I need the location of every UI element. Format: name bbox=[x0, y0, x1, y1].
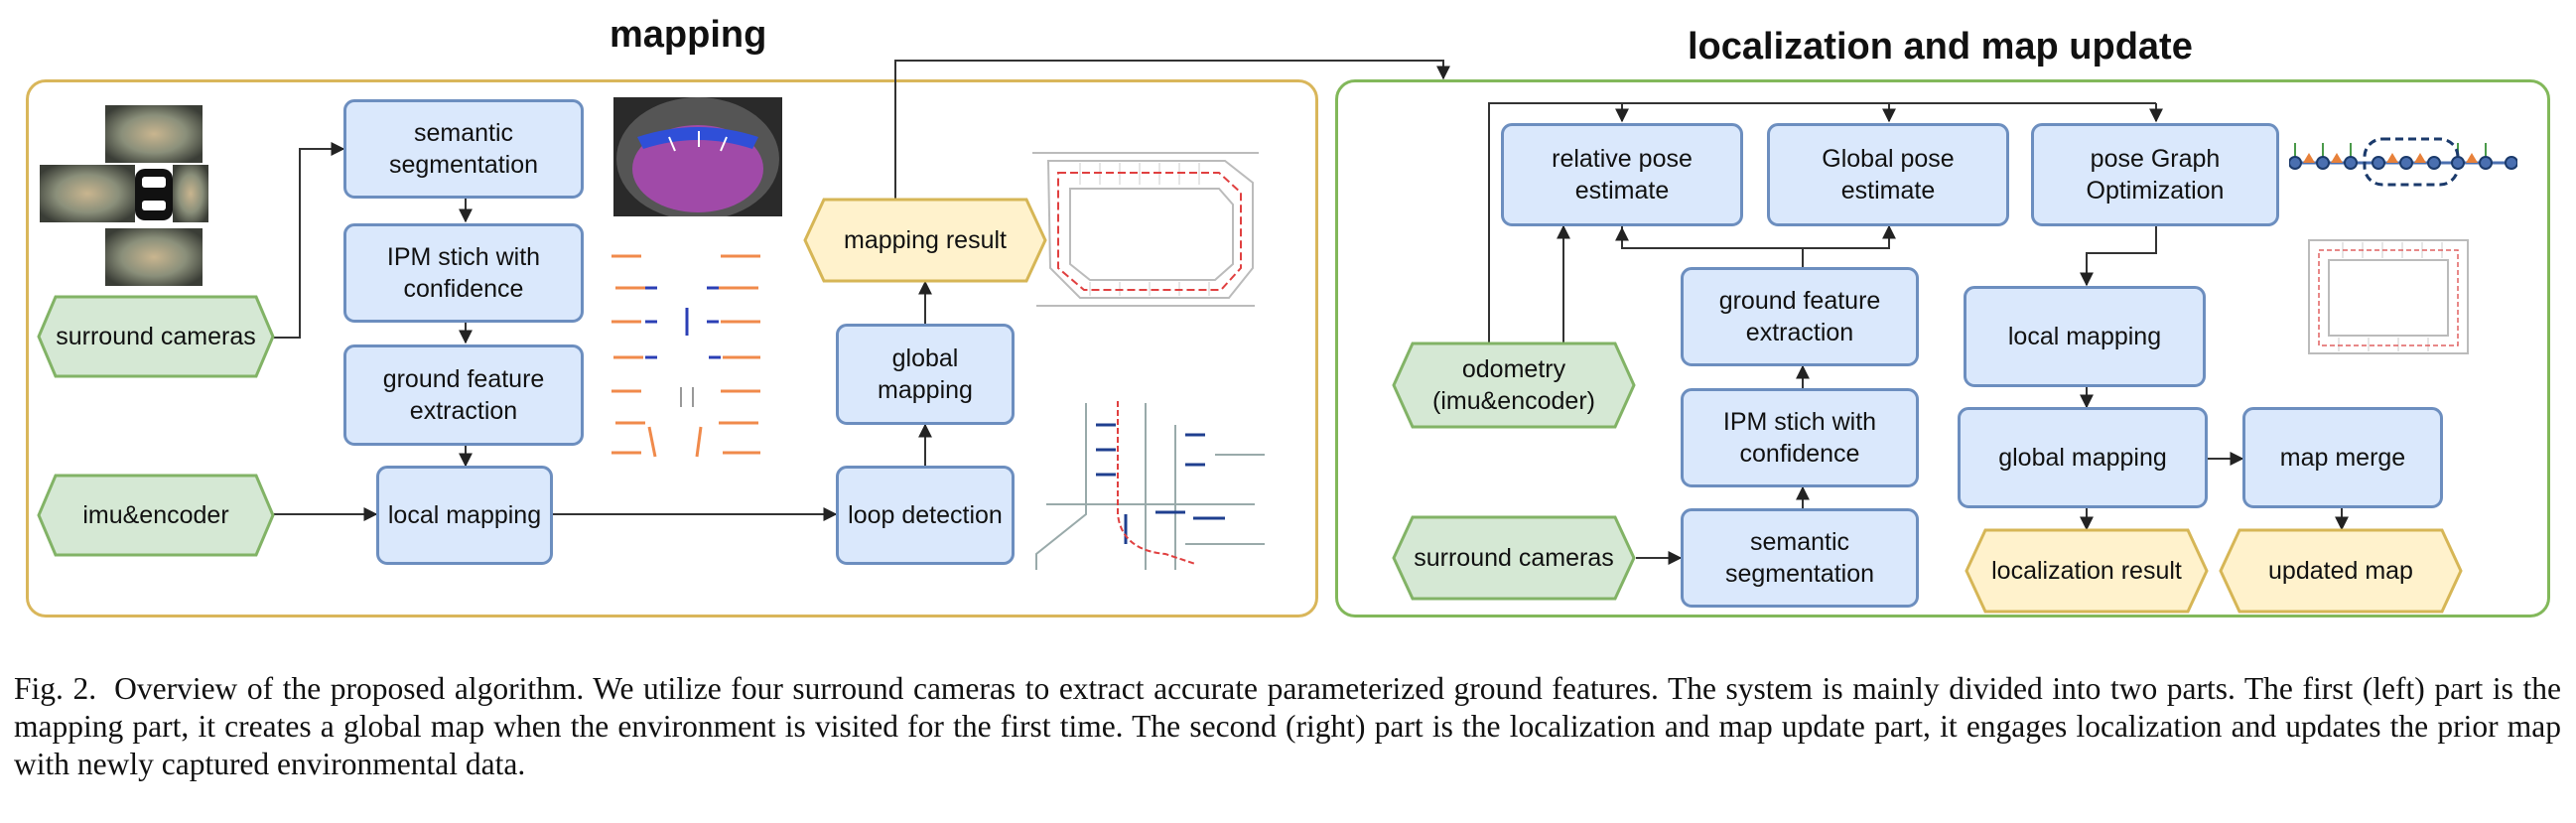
surround-cameras-label-r: surround cameras bbox=[1414, 543, 1614, 572]
pose-graph-node: pose Graph Optimization bbox=[2031, 123, 2279, 226]
imu-encoder-label: imu&encoder bbox=[82, 500, 229, 529]
updated-map-output: updated map bbox=[2219, 528, 2463, 614]
left-camera-image bbox=[40, 165, 135, 222]
localization-result-output: localization result bbox=[1965, 528, 2209, 614]
local-mapping-node: local mapping bbox=[376, 466, 553, 565]
loop-detection-node: loop detection bbox=[836, 466, 1015, 565]
localization-title: localization and map update bbox=[1688, 26, 2193, 68]
surround-cameras-input: surround cameras bbox=[37, 295, 275, 378]
arrow-result-to-localization bbox=[894, 60, 1450, 199]
localization-map-illustration bbox=[2299, 224, 2478, 373]
mapping-panel bbox=[26, 79, 1318, 617]
surround-cameras-label: surround cameras bbox=[56, 322, 256, 350]
global-mapping-node-r: global mapping bbox=[1958, 407, 2208, 508]
mapping-result-label: mapping result bbox=[844, 225, 1007, 254]
ipm-stitch-node: IPM stich with confidence bbox=[343, 223, 584, 323]
arrow-odometry-top-bus bbox=[1488, 102, 2156, 345]
localization-result-label: localization result bbox=[1991, 556, 2182, 585]
arrow-pose-graph-to-local bbox=[2080, 223, 2157, 287]
figure-label: Fig. 2. bbox=[14, 671, 97, 706]
updated-map-label: updated map bbox=[2268, 556, 2413, 585]
surround-cameras-input-r: surround cameras bbox=[1392, 515, 1636, 601]
arrow-cameras-to-segmentation bbox=[274, 142, 345, 339]
surround-camera-images bbox=[40, 105, 208, 288]
ipm-feature-image bbox=[602, 248, 770, 462]
imu-encoder-input: imu&encoder bbox=[37, 474, 275, 557]
ground-feature-node-r: ground feature extraction bbox=[1681, 267, 1919, 366]
map-merge-node: map merge bbox=[2242, 407, 2443, 508]
ipm-stitch-node-r: IPM stich with confidence bbox=[1681, 388, 1919, 487]
odometry-input: odometry (imu&encoder) bbox=[1392, 342, 1636, 429]
global-mapping-node: global mapping bbox=[836, 324, 1015, 425]
right-camera-image bbox=[173, 165, 208, 222]
mapping-title: mapping bbox=[610, 14, 767, 56]
ground-feature-node: ground feature extraction bbox=[343, 344, 584, 446]
caption-text: Overview of the proposed algorithm. We u… bbox=[14, 671, 2561, 781]
segmentation-image bbox=[613, 97, 782, 220]
local-mapping-node-r: local mapping bbox=[1964, 286, 2206, 387]
figure-caption: Fig. 2.Overview of the proposed algorith… bbox=[14, 670, 2561, 783]
rear-camera-image bbox=[105, 228, 203, 286]
mapping-result-output: mapping result bbox=[803, 198, 1047, 283]
car-icon bbox=[135, 169, 173, 220]
localization-panel bbox=[1335, 79, 2550, 617]
odometry-label: odometry (imu&encoder) bbox=[1432, 354, 1595, 416]
front-camera-image bbox=[105, 105, 203, 163]
relative-pose-node: relative pose estimate bbox=[1501, 123, 1743, 226]
pose-graph-illustration bbox=[2288, 129, 2518, 189]
semantic-segmentation-node-r: semantic segmentation bbox=[1681, 508, 1919, 608]
mapping-result-map bbox=[1020, 149, 1269, 316]
global-pose-node: Global pose estimate bbox=[1767, 123, 2009, 226]
semantic-segmentation-node: semantic segmentation bbox=[343, 99, 584, 199]
arrow-ground-to-pose-estimates bbox=[1621, 226, 1804, 267]
loop-detection-map bbox=[1026, 395, 1273, 574]
